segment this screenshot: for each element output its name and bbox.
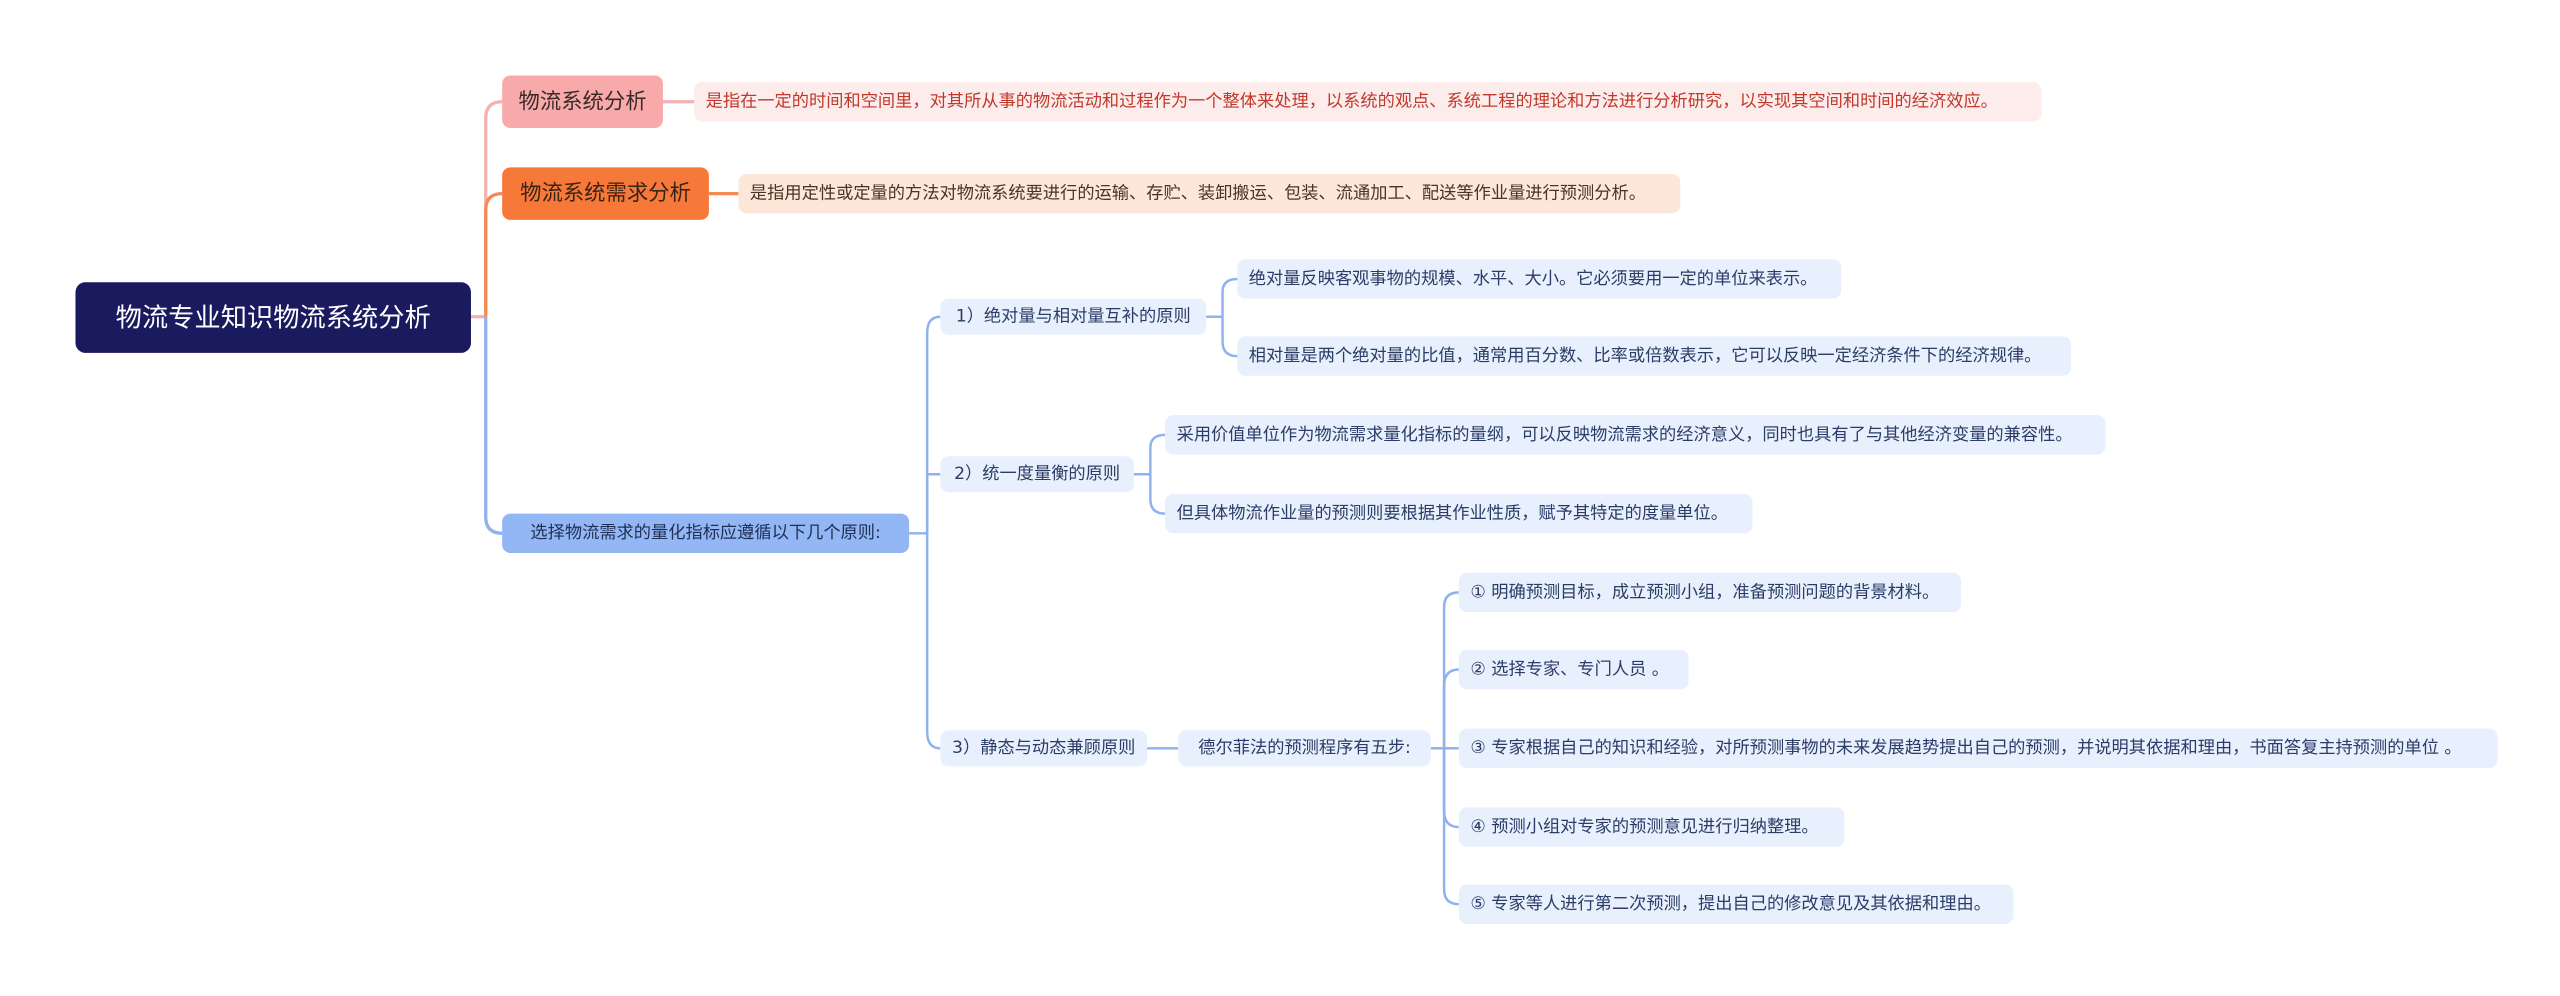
- delphi-step-1[interactable]: ① 明确预测目标，成立预测小组，准备预测问题的背景材料。: [1458, 572, 1961, 613]
- delphi-step-3[interactable]: ③ 专家根据自己的知识和经验，对所预测事物的未来发展趋势提出自己的预测，并说明其…: [1458, 728, 2498, 768]
- principle-unified-measurement[interactable]: 2）统一度量衡的原则: [940, 456, 1134, 493]
- root-topic[interactable]: 物流专业知识物流系统分析: [75, 282, 471, 353]
- branch-demand-analysis[interactable]: 物流系统需求分析: [502, 167, 709, 220]
- delphi-step-5[interactable]: ⑤ 专家等人进行第二次预测，提出自己的修改意见及其依据和理由。: [1458, 884, 2014, 924]
- principle1-item-relative[interactable]: 相对量是两个绝对量的比值，通常用百分数、比率或倍数表示，它可以反映一定经济条件下…: [1237, 336, 2071, 376]
- principle1-item-absolute[interactable]: 绝对量反映客观事物的规模、水平、大小。它必须要用一定的单位来表示。: [1237, 259, 1842, 299]
- delphi-step-2[interactable]: ② 选择专家、专门人员 。: [1458, 649, 1689, 690]
- branch-system-analysis[interactable]: 物流系统分析: [502, 75, 663, 128]
- principle-static-dynamic[interactable]: 3）静态与动态兼顾原则: [940, 730, 1148, 767]
- delphi-method-steps[interactable]: 德尔菲法的预测程序有五步:: [1178, 730, 1431, 767]
- delphi-step-4[interactable]: ④ 预测小组对专家的预测意见进行归纳整理。: [1458, 807, 1845, 847]
- branch-quantification-principles[interactable]: 选择物流需求的量化指标应遵循以下几个原则:: [502, 513, 910, 554]
- principle-absolute-relative[interactable]: 1）绝对量与相对量互补的原则: [940, 298, 1207, 335]
- principle2-item-value-unit[interactable]: 采用价值单位作为物流需求量化指标的量纲，可以反映物流需求的经济意义，同时也具有了…: [1165, 415, 2106, 455]
- principle2-item-specific-unit[interactable]: 但具体物流作业量的预测则要根据其作业性质，赋予其特定的度量单位。: [1165, 493, 1753, 534]
- demand-analysis-definition[interactable]: 是指用定性或定量的方法对物流系统要进行的运输、存贮、装卸搬运、包装、流通加工、配…: [738, 173, 1681, 214]
- system-analysis-definition[interactable]: 是指在一定的时间和空间里，对其所从事的物流活动和过程作为一个整体来处理，以系统的…: [694, 82, 2042, 122]
